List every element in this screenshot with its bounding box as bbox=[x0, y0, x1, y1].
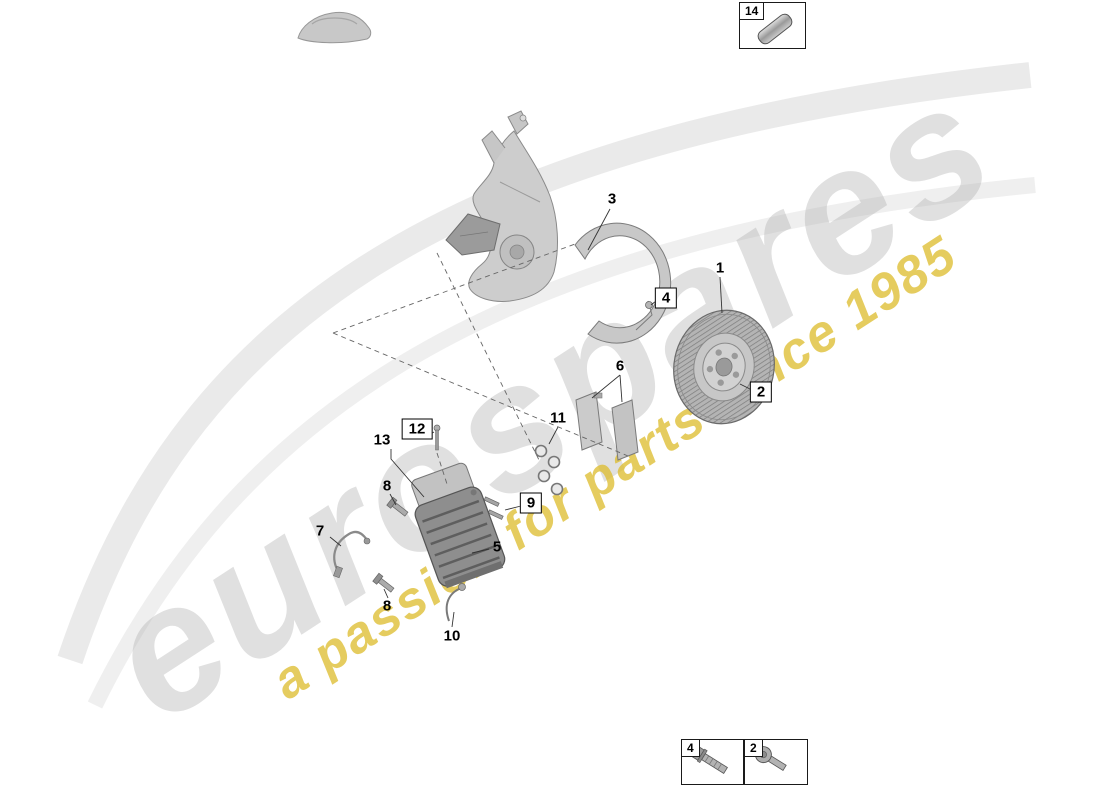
callout-6[interactable]: 6 bbox=[615, 357, 625, 375]
swoosh-arc-upper bbox=[57, 62, 1032, 665]
callout-9[interactable]: 9 bbox=[519, 492, 543, 514]
seal-kit bbox=[534, 444, 564, 496]
callout-1[interactable]: 1 bbox=[715, 259, 725, 277]
guide-pin bbox=[433, 424, 441, 451]
callout-7[interactable]: 7 bbox=[315, 522, 325, 540]
caliper-bolt-lower bbox=[372, 572, 395, 593]
inset-bolt-4[interactable]: 4 bbox=[681, 739, 744, 785]
sleeve-part-art bbox=[757, 13, 793, 45]
inset-14-label: 14 bbox=[740, 3, 765, 20]
callout-8-upper[interactable]: 8 bbox=[382, 477, 392, 495]
callout-5[interactable]: 5 bbox=[492, 538, 502, 556]
inset-screw-2[interactable]: 2 bbox=[744, 739, 808, 785]
brake-disc bbox=[673, 309, 775, 425]
leader-lines bbox=[329, 208, 753, 628]
brake-pads bbox=[575, 391, 639, 461]
callout-2[interactable]: 2 bbox=[749, 381, 773, 403]
brake-hose bbox=[333, 530, 371, 579]
callout-13[interactable]: 13 bbox=[373, 431, 391, 449]
wheel-carrier bbox=[445, 110, 558, 302]
assembly-dashed-lines bbox=[332, 243, 629, 485]
inset-bolt-4-label: 4 bbox=[682, 740, 700, 757]
inset-part-14[interactable]: 14 bbox=[739, 2, 806, 49]
callout-3[interactable]: 3 bbox=[607, 190, 617, 208]
pad-retention-kit bbox=[483, 496, 504, 520]
brake-caliper bbox=[411, 462, 506, 589]
callout-12[interactable]: 12 bbox=[401, 418, 433, 440]
caliper-bolt-upper bbox=[386, 496, 409, 517]
brake-disc-shield bbox=[574, 222, 672, 344]
inset-screw-2-label: 2 bbox=[745, 740, 763, 757]
callout-4[interactable]: 4 bbox=[654, 287, 678, 309]
callout-8-lower[interactable]: 8 bbox=[382, 597, 392, 615]
car-silhouette bbox=[297, 11, 372, 44]
vent-line bbox=[445, 583, 466, 622]
callout-10[interactable]: 10 bbox=[443, 627, 461, 645]
callout-11[interactable]: 11 bbox=[550, 409, 566, 427]
